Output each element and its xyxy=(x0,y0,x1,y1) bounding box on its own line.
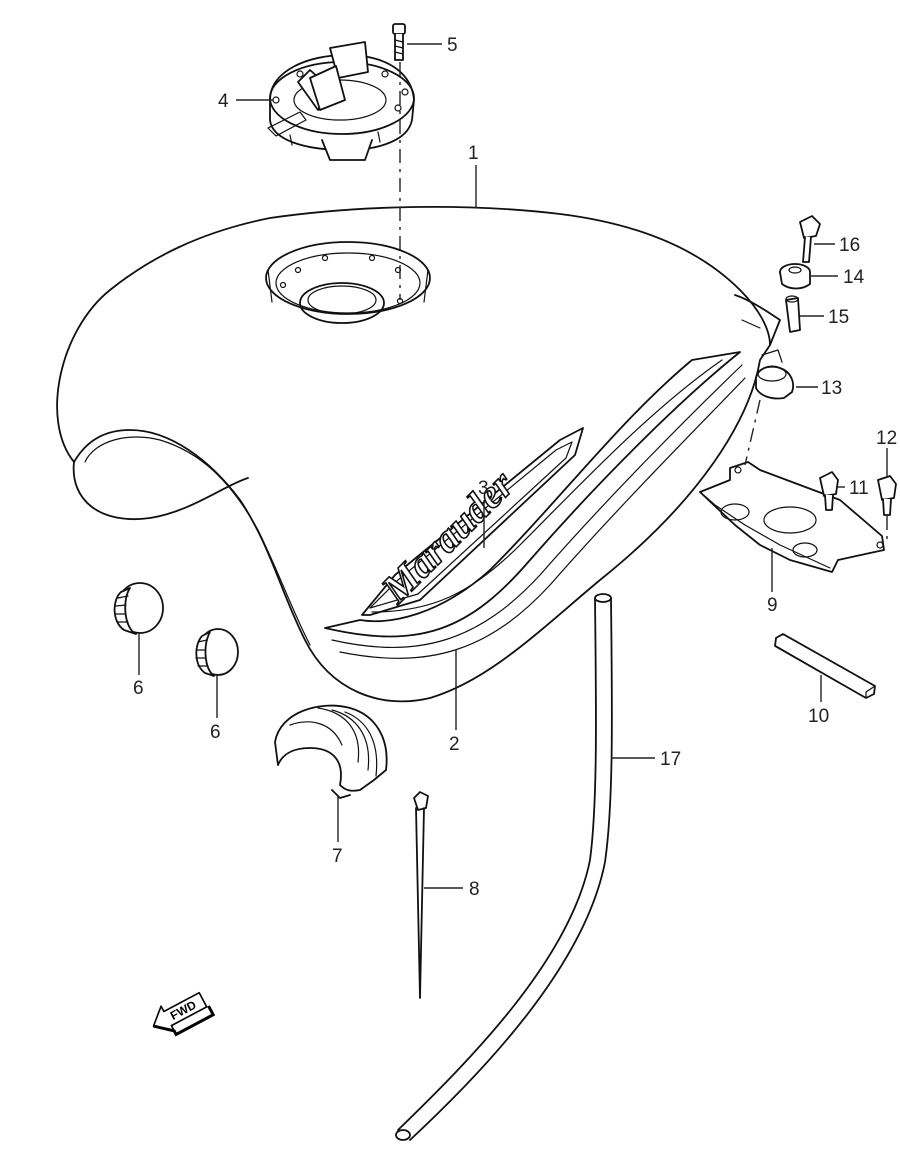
cable-tie-8 xyxy=(413,791,429,999)
callout-6b: 6 xyxy=(210,722,221,743)
leader-lines xyxy=(138,43,888,889)
callout-16: 16 xyxy=(839,235,860,256)
callout-17: 17 xyxy=(660,749,681,770)
fuel-tank: Marauder xyxy=(56,205,783,703)
callout-14: 14 xyxy=(843,267,865,288)
bolt-12 xyxy=(877,475,897,540)
bracket-9 xyxy=(699,461,885,573)
fuel-cap xyxy=(267,41,415,161)
collar-14 xyxy=(779,263,811,290)
callout-11: 11 xyxy=(849,478,869,499)
hose-17 xyxy=(395,593,613,1141)
knob-6a xyxy=(113,582,164,635)
rubber-grommet-7 xyxy=(274,704,388,799)
callout-12: 12 xyxy=(876,428,897,449)
bolt-16 xyxy=(799,215,821,263)
callout-10: 10 xyxy=(808,706,829,727)
callout-6a: 6 xyxy=(133,678,144,699)
cushion-13 xyxy=(755,365,794,400)
rubber-strip-10 xyxy=(774,633,876,699)
callout-8: 8 xyxy=(469,879,480,900)
callout-1: 1 xyxy=(468,143,479,164)
knob-6b xyxy=(195,628,239,677)
callout-15: 15 xyxy=(828,307,849,328)
callout-4: 4 xyxy=(218,91,229,112)
spacer-15 xyxy=(785,295,801,333)
callout-5: 5 xyxy=(447,35,458,56)
callout-3: 3 xyxy=(478,478,489,499)
callout-7: 7 xyxy=(332,846,343,867)
screw-5 xyxy=(392,23,406,61)
bolt-11 xyxy=(819,471,839,511)
callout-9: 9 xyxy=(767,595,778,616)
callout-labels: 1 2 3 4 5 6 6 7 8 9 10 11 12 13 14 15 16… xyxy=(133,35,897,900)
fwd-arrow-icon: FWD xyxy=(152,991,216,1037)
callout-13: 13 xyxy=(821,378,842,399)
callout-2: 2 xyxy=(449,734,460,755)
